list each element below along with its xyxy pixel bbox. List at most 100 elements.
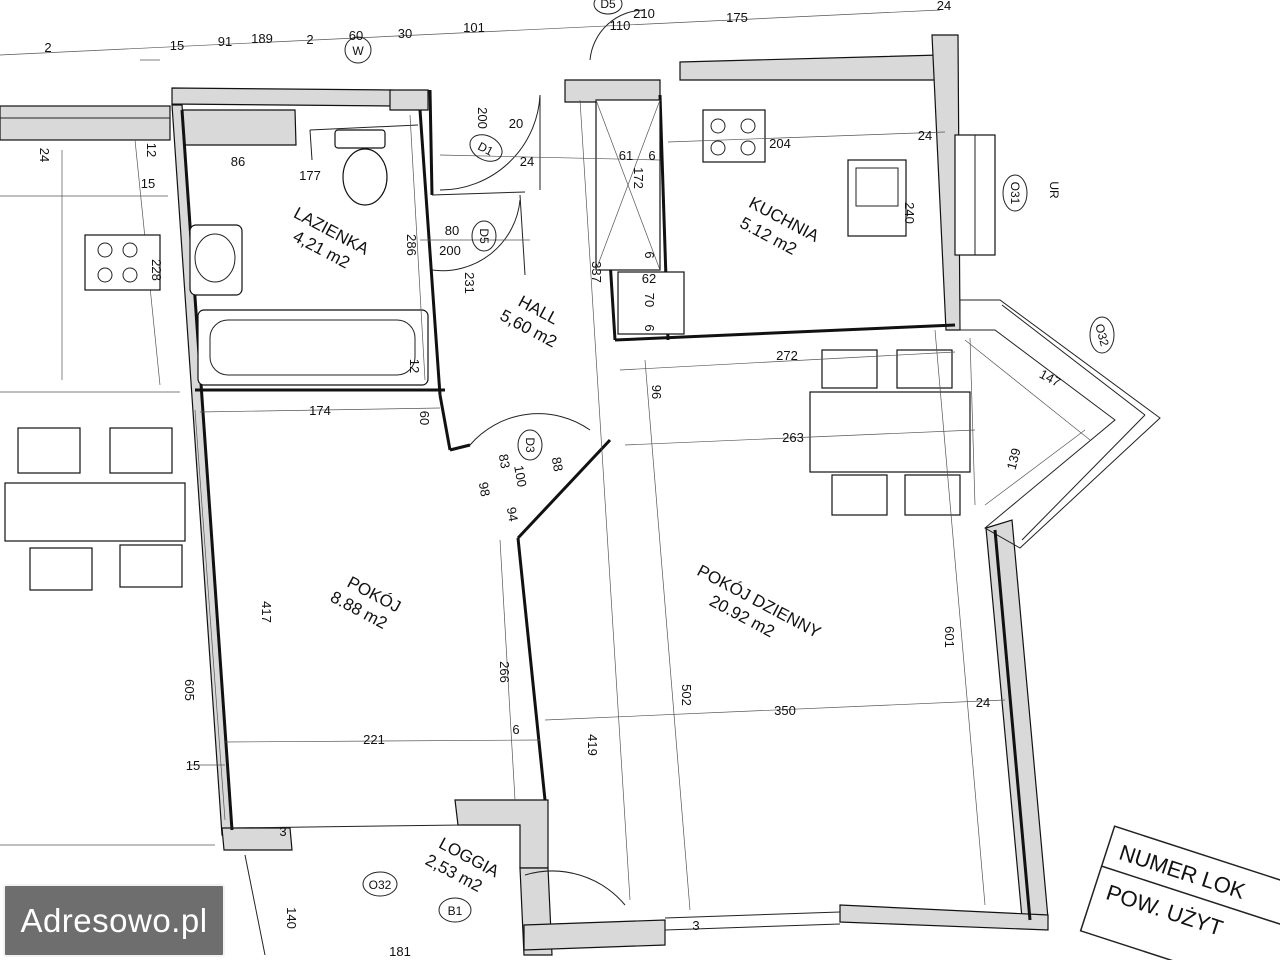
dim: 12 <box>407 359 422 373</box>
dim: 337 <box>589 261 604 283</box>
toilet-tank <box>334 129 386 149</box>
dim: 228 <box>149 259 164 281</box>
tag-b1: B1 <box>438 897 472 923</box>
dim: 6 <box>512 722 519 737</box>
tag-o32-right: O32 <box>1089 316 1115 354</box>
dim: 147 <box>1037 366 1063 389</box>
dim: 6 <box>642 251 657 258</box>
dim: 24 <box>918 128 932 143</box>
dim: 88 <box>549 456 566 473</box>
dim: 175 <box>726 10 748 25</box>
watermark-logo: Adresowo.pl <box>3 884 225 957</box>
dim: 605 <box>182 679 197 701</box>
dimension-lines <box>0 9 1091 911</box>
dim: 20 <box>509 116 523 131</box>
room-labels: LAZIENKA 4,21 m2 HALL 5,60 m2 KUCHNIA 5.… <box>290 193 824 896</box>
tag-top: D5 <box>593 0 623 15</box>
dim: 70 <box>642 293 657 307</box>
door-swings <box>431 9 646 906</box>
dim: 100 <box>511 464 530 488</box>
svg-text:D1: D1 <box>475 139 495 159</box>
dim: 94 <box>504 506 521 523</box>
dim: 80 <box>445 223 459 238</box>
fixtures <box>189 99 996 516</box>
shaft-small <box>617 271 685 335</box>
dim: 502 <box>679 684 694 706</box>
dim: 221 <box>363 732 385 747</box>
dim: 140 <box>284 907 299 929</box>
dim: 15 <box>170 38 184 53</box>
dim: 210 <box>633 6 655 21</box>
kitchen-sink <box>847 159 907 237</box>
svg-text:W: W <box>352 44 364 58</box>
dim: 2 <box>44 40 51 55</box>
stove <box>702 109 766 163</box>
dim: 189 <box>251 31 273 46</box>
dim: 204 <box>769 136 791 151</box>
dim: 172 <box>631 167 646 189</box>
dim: 272 <box>776 348 798 363</box>
dim: 231 <box>462 272 477 294</box>
neighbour-unit <box>0 105 215 846</box>
dim: 60 <box>349 28 363 43</box>
dim: 419 <box>585 734 600 756</box>
dim: 61 <box>619 148 633 163</box>
svg-text:D5: D5 <box>600 0 616 11</box>
tag-w: W <box>344 36 372 64</box>
dim: 24 <box>976 695 990 710</box>
svg-text:B1: B1 <box>448 904 463 918</box>
dim: 3 <box>279 824 286 839</box>
dim: 15 <box>141 176 155 191</box>
svg-text:O32: O32 <box>1092 322 1111 348</box>
dim: 98 <box>476 481 493 498</box>
tag-o31: O31 <box>1002 174 1028 212</box>
dim: 62 <box>642 271 656 286</box>
dim: 200 <box>475 107 490 129</box>
dim: 86 <box>231 154 245 169</box>
tag-o32-loggia: O32 <box>362 871 398 897</box>
dim: 174 <box>309 403 331 418</box>
dim: 3 <box>692 918 699 933</box>
dim: 83 <box>496 453 513 470</box>
dim: 110 <box>610 18 631 33</box>
tag-d1: D1 <box>469 134 503 162</box>
dim: 60 <box>417 411 432 425</box>
watermark-text: Adresowo.pl <box>20 901 208 939</box>
dim: 200 <box>439 243 461 258</box>
dim: 263 <box>782 430 804 445</box>
dim: 6 <box>642 324 657 331</box>
dim: 24 <box>37 148 52 162</box>
dim: 240 <box>902 202 917 224</box>
dim: 12 <box>144 143 159 157</box>
dim: 286 <box>404 234 419 256</box>
dim: 101 <box>463 20 485 35</box>
dim: 91 <box>218 34 232 49</box>
tag-d5: D5 <box>471 220 497 252</box>
svg-text:O31: O31 <box>1008 182 1022 205</box>
svg-text:O32: O32 <box>369 878 392 892</box>
dim: 15 <box>186 758 200 773</box>
dim: 350 <box>774 703 796 718</box>
bathtub <box>197 309 429 386</box>
toilet-bowl <box>342 148 388 206</box>
tag-ur: UR <box>1047 181 1061 199</box>
dim: 601 <box>942 626 957 648</box>
dim: 181 <box>389 944 411 959</box>
title-block: NUMER LOK POW. UŻYT <box>1079 825 1280 960</box>
washbasin <box>189 224 243 296</box>
tag-d3: D3 <box>517 429 543 461</box>
dim: 6 <box>648 148 655 163</box>
dim: 139 <box>1004 446 1024 471</box>
element-tags: D1 D5 D3 W D5 O31 O32 O32 B1 UR <box>344 0 1115 923</box>
svg-text:D3: D3 <box>523 437 537 453</box>
dim: 417 <box>259 601 274 623</box>
svg-text:D5: D5 <box>477 228 491 244</box>
dim: 24 <box>520 154 534 169</box>
dim: 266 <box>497 661 512 683</box>
dim: 24 <box>937 0 951 13</box>
dim: 30 <box>398 26 412 41</box>
dim: 2 <box>306 32 313 47</box>
dim: 177 <box>299 168 321 183</box>
dim: 96 <box>649 385 664 399</box>
